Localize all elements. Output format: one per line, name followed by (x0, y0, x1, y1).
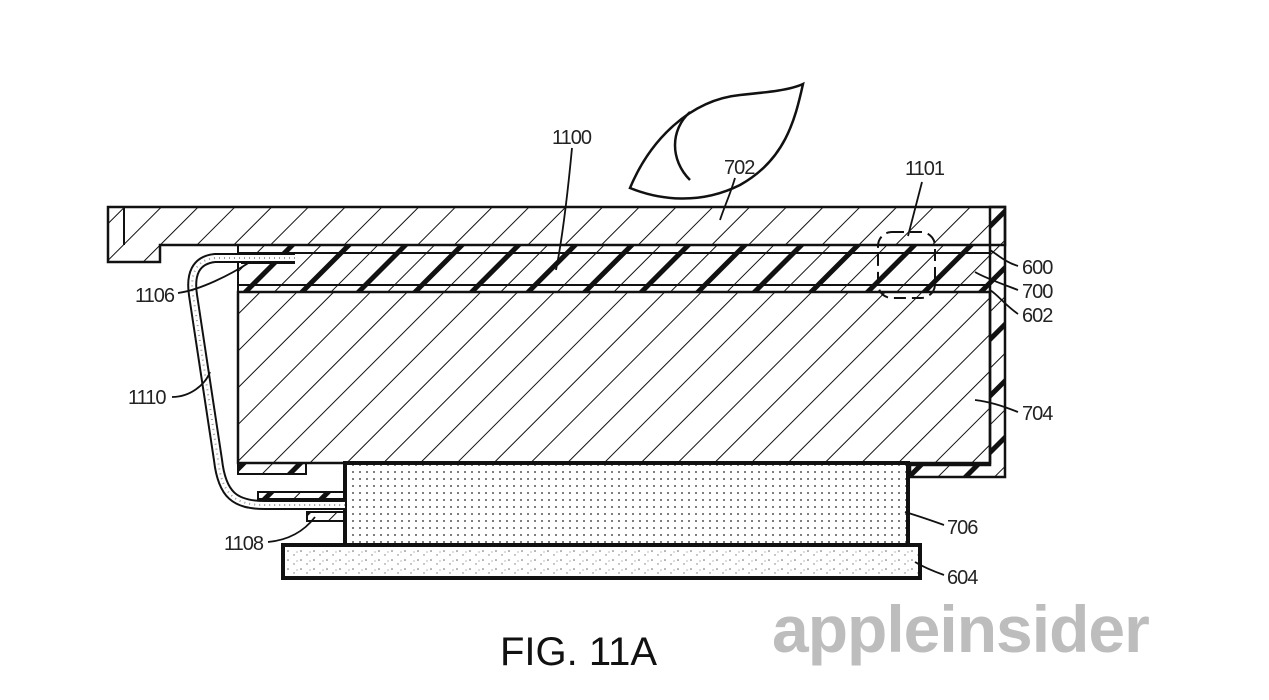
label-704: 704 (1022, 403, 1053, 425)
finger-drawing (628, 81, 805, 200)
connector-1108 (306, 511, 346, 522)
watermark-logo: appleinsider (772, 592, 1149, 666)
label-1108: 1108 (224, 533, 264, 555)
label-1100: 1100 (552, 127, 592, 149)
figure-caption: FIG. 11A (500, 630, 657, 674)
connector-1108-upper (257, 491, 346, 500)
label-702: 702 (724, 157, 755, 179)
fingernail (673, 111, 691, 181)
label-602: 602 (1022, 305, 1053, 327)
layer-700 (237, 252, 991, 286)
label-600: 600 (1022, 257, 1053, 279)
bottom-strip (237, 462, 307, 475)
detail-region-1101 (877, 231, 936, 299)
leader-lines (171, 147, 1019, 576)
label-1101: 1101 (905, 158, 945, 180)
block-704 (236, 290, 992, 465)
label-700: 700 (1022, 281, 1053, 303)
label-1106: 1106 (135, 285, 175, 307)
label-1110: 1110 (128, 387, 166, 409)
board-604 (281, 543, 922, 580)
module-706 (343, 461, 910, 547)
label-706: 706 (947, 517, 978, 539)
label-604: 604 (947, 567, 978, 589)
